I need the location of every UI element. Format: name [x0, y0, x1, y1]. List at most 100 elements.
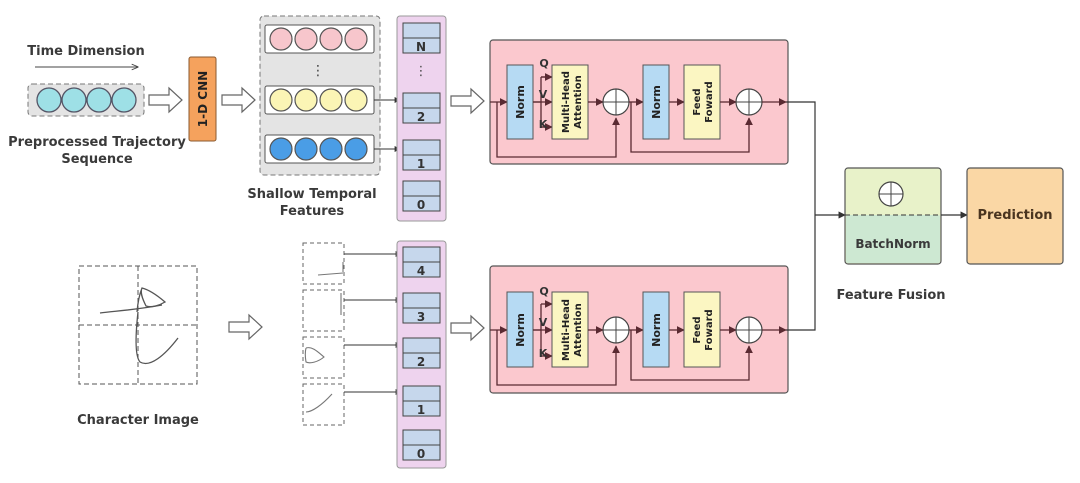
token-N: N: [402, 22, 441, 54]
segment-frame: [302, 383, 345, 426]
batchnorm-label: BatchNorm: [855, 237, 930, 251]
feature-point: [269, 137, 293, 161]
token-ellipsis: ⋮: [415, 64, 428, 79]
hollow-arrow-icon: [221, 86, 256, 114]
feature-point: [269, 88, 293, 112]
norm-block: [506, 64, 534, 140]
feature-point: [294, 88, 318, 112]
token-label: 2: [417, 110, 425, 124]
prediction-block: [966, 167, 1064, 265]
feature-row-blue: [264, 134, 375, 164]
input-sequence: [27, 83, 145, 117]
preprocessed-label-line2: Sequence: [61, 152, 133, 167]
segment-stroke: [304, 347, 325, 364]
hollow-arrow-icon: [450, 87, 485, 115]
token-label: 1: [417, 157, 425, 171]
residual-connection: [630, 330, 753, 381]
ellipsis: ⋮: [311, 63, 325, 79]
feature-point: [294, 137, 318, 161]
character-segments: [302, 242, 345, 426]
feature-fusion-block: BatchNorm: [844, 167, 942, 265]
add-icon-cross: [879, 182, 903, 206]
token-4: 4: [402, 246, 441, 278]
hollow-arrow-icon: [148, 86, 183, 114]
prediction-label: Prediction: [977, 208, 1052, 223]
token-label: 3: [417, 310, 425, 324]
attention-label-line2: Attention: [573, 75, 584, 128]
bottom-encoder: Norm Q V K Multi-Head Attention Norm Fee…: [489, 265, 789, 394]
segment-stroke: [305, 393, 333, 413]
v-label: V: [539, 88, 548, 101]
feed-forward-block: [683, 64, 721, 140]
feature-fusion-label: Feature Fusion: [836, 288, 945, 303]
token-label: 0: [417, 198, 425, 212]
sequence-point: [86, 87, 112, 113]
attention-label-line1: Multi-Head: [561, 71, 572, 133]
segment-frame: [302, 289, 345, 332]
feature-row-pink: [264, 24, 375, 54]
q-label: Q: [539, 57, 548, 70]
character-image: [78, 265, 198, 385]
attention-label-line2: Attention: [573, 303, 584, 356]
add-icon-cross: [736, 89, 762, 115]
hollow-arrow-icon: [450, 314, 485, 342]
token-3: 3: [402, 292, 441, 324]
token-1: 1: [402, 139, 441, 171]
k-label: K: [539, 118, 548, 131]
cnn-label: 1-D CNN: [196, 71, 210, 127]
cnn-block: [188, 56, 217, 142]
norm-label: Norm: [650, 313, 663, 347]
feature-row-yellow: [264, 85, 375, 115]
sequence-point: [36, 87, 62, 113]
preprocessed-label-line1: Preprocessed Trajectory: [8, 135, 186, 150]
token-label: 2: [417, 355, 425, 369]
norm-block: [642, 291, 670, 368]
norm-label: Norm: [514, 85, 527, 119]
character-stroke: [135, 311, 179, 365]
ff-label-line2: Foward: [704, 309, 715, 350]
residual-connection: [496, 102, 620, 158]
segment-frame: [302, 242, 345, 285]
token-label: N: [416, 40, 426, 54]
feature-point: [319, 88, 343, 112]
feature-point: [319, 137, 343, 161]
hollow-arrow-icon: [228, 313, 263, 341]
k-label: K: [539, 347, 548, 360]
feature-point: [294, 27, 318, 51]
token-label: 4: [417, 264, 425, 278]
token-2: 2: [402, 92, 441, 124]
time-dimension-label: Time Dimension: [27, 44, 144, 59]
norm-label: Norm: [514, 313, 527, 347]
top-encoder: Norm Q V K Multi-Head Attention Norm Fee…: [489, 39, 789, 165]
token-0: 0: [402, 429, 441, 461]
q-label: Q: [539, 285, 548, 298]
add-icon-cross: [736, 317, 762, 343]
feature-point: [319, 27, 343, 51]
norm-label: Norm: [650, 85, 663, 119]
token-0: 0: [402, 180, 441, 212]
token-1: 1: [402, 385, 441, 417]
token-2: 2: [402, 337, 441, 369]
merge-connector: [786, 101, 816, 331]
feature-point: [269, 27, 293, 51]
ff-label-line2: Foward: [704, 81, 715, 122]
add-icon-cross: [603, 317, 629, 343]
add-icon-cross: [603, 89, 629, 115]
attention-label-line1: Multi-Head: [561, 299, 572, 361]
feature-point: [344, 137, 368, 161]
shallow-features-label-line1: Shallow Temporal: [247, 187, 376, 202]
feed-forward-block: [683, 291, 721, 368]
residual-connection: [496, 330, 620, 386]
sequence-point: [61, 87, 87, 113]
sequence-point: [111, 87, 137, 113]
ff-label-line1: Feed: [692, 316, 703, 343]
shallow-features-label-line2: Features: [280, 204, 345, 219]
norm-block: [506, 291, 534, 368]
character-stroke: [136, 287, 167, 313]
ff-label-line1: Feed: [692, 88, 703, 115]
feature-point: [344, 27, 368, 51]
character-image-label: Character Image: [77, 413, 199, 428]
v-label: V: [539, 316, 548, 329]
token-label: 1: [417, 403, 425, 417]
token-label: 0: [417, 447, 425, 461]
